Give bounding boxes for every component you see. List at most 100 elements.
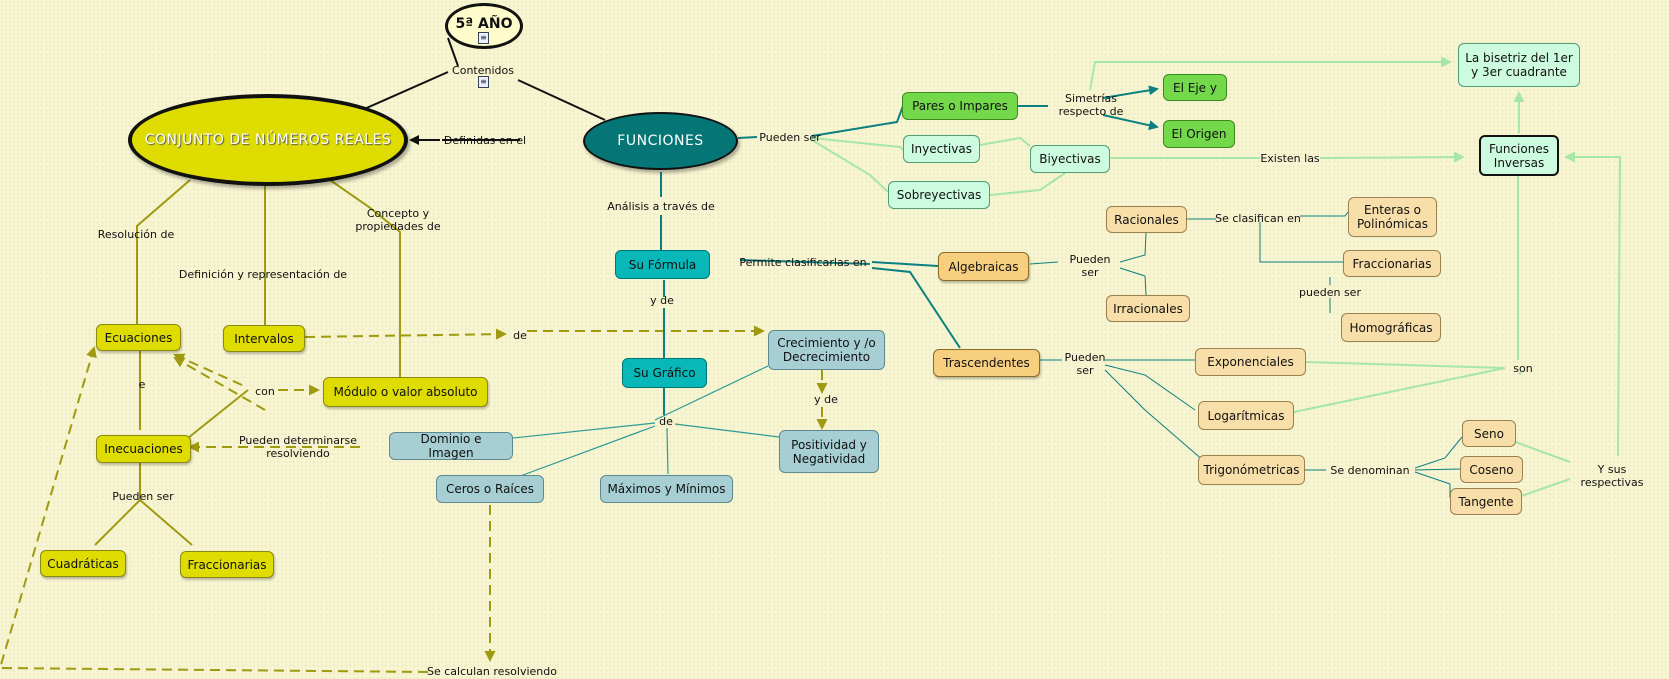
arrow-ysus-inversas xyxy=(1564,151,1622,457)
label-definicion: Definición y representación de xyxy=(178,268,348,281)
label-definidas: Definidas en el xyxy=(443,134,527,147)
link-alg-pueden xyxy=(1029,261,1059,265)
link-log-son xyxy=(1293,367,1506,413)
node-irracionales[interactable]: Irracionales xyxy=(1106,295,1190,322)
node-sobreyectivas[interactable]: Sobreyectivas xyxy=(888,181,990,209)
label-de-grafico: de xyxy=(659,415,673,428)
node-trigonometricas[interactable]: Trigonómetricas xyxy=(1198,455,1305,485)
node-el-origen[interactable]: El Origen xyxy=(1163,120,1235,148)
arrow-simetrias-bisetriz xyxy=(1089,56,1452,91)
node-funciones-text: FUNCIONES xyxy=(617,133,704,149)
link-expo-son xyxy=(1305,361,1506,369)
label-existen: Existen las xyxy=(1260,152,1320,165)
node-crecimiento[interactable]: Crecimiento y /o Decrecimiento xyxy=(768,330,885,370)
label-con: con xyxy=(255,385,275,398)
node-funciones[interactable]: FUNCIONES xyxy=(583,112,738,170)
label-pueden-ser-trascendentes: Pueden ser xyxy=(1064,351,1106,377)
document-icon[interactable]: ≡ xyxy=(478,32,489,44)
node-modulo[interactable]: Módulo o valor absoluto xyxy=(323,377,488,407)
node-exponenciales[interactable]: Exponenciales xyxy=(1195,348,1306,376)
link-pueden-irracionales xyxy=(1119,267,1147,296)
label-contenidos: Contenidos xyxy=(452,64,514,77)
label-simetrias: Simetrías respecto de xyxy=(1058,92,1124,118)
link-pueden-sobreyectivas xyxy=(811,139,889,193)
label-de-dashed: de xyxy=(513,329,527,342)
link-inecu-cuadraticas xyxy=(94,462,141,546)
link-conjunto-ecuaciones xyxy=(136,179,191,325)
link-title-contenidos xyxy=(447,37,459,67)
node-enteras-polinomicas[interactable]: Enteras o Polinómicas xyxy=(1348,197,1437,237)
label-y-de-crecimiento: y de xyxy=(814,393,838,406)
node-tangente[interactable]: Tangente xyxy=(1450,488,1522,515)
node-inecuaciones[interactable]: Inecuaciones xyxy=(96,435,191,463)
link-inecu-fraccionarias xyxy=(139,499,193,546)
label-e: e xyxy=(138,378,146,391)
node-biyectivas[interactable]: Biyectivas xyxy=(1030,145,1110,173)
dash-con-ecuaciones xyxy=(173,353,243,386)
node-algebraicas[interactable]: Algebraicas xyxy=(938,252,1029,281)
link-permite-algebraicas xyxy=(871,261,939,267)
dash-inecu-ecuaciones xyxy=(173,356,266,411)
link-contenidos-funciones xyxy=(517,79,606,121)
link-de-crecimiento xyxy=(654,365,769,421)
link-se-seno xyxy=(1414,436,1463,469)
label-pueden-determinarse: Pueden determinarse resolviendo xyxy=(238,434,358,460)
label-resolucion: Resolución de xyxy=(97,228,175,241)
label-pueden-ser-inecuaciones: Pueden ser xyxy=(112,490,174,503)
label-pueden-ser-algebraicas: Pueden ser xyxy=(1069,253,1111,279)
title-ellipse: 5ª AÑO xyxy=(445,3,523,49)
link-se-coseno xyxy=(1414,468,1461,471)
node-su-grafico[interactable]: Su Gráfico xyxy=(622,358,707,388)
node-racionales[interactable]: Racionales xyxy=(1106,206,1187,233)
node-intervalos[interactable]: Intervalos xyxy=(223,325,305,352)
node-positividad[interactable]: Positividad y Negatividad xyxy=(779,430,879,473)
node-cuadraticas[interactable]: Cuadráticas xyxy=(40,550,126,577)
node-eje-y[interactable]: El Eje y xyxy=(1163,74,1227,101)
node-conjunto-numeros-reales[interactable]: CONJUNTO DE NÚMEROS REALES xyxy=(128,94,408,186)
link-se-fraccionarias xyxy=(1259,222,1345,263)
link-funciones-pueden xyxy=(737,136,758,139)
document-icon[interactable]: ≡ xyxy=(478,76,489,88)
node-trascendentes[interactable]: Trascendentes xyxy=(933,349,1040,377)
link-pueden-trigonometricas xyxy=(1104,369,1206,463)
node-ceros-raices[interactable]: Ceros o Raíces xyxy=(436,475,544,503)
node-inyectivas[interactable]: Inyectivas xyxy=(903,135,980,163)
link-formula-permite xyxy=(739,259,871,265)
node-homograficas[interactable]: Homográficas xyxy=(1341,313,1441,342)
node-pares-impares[interactable]: Pares o Impares xyxy=(902,92,1018,120)
node-coseno[interactable]: Coseno xyxy=(1460,456,1523,483)
label-concepto: Concepto y propiedades de xyxy=(355,207,441,233)
link-de-dominio xyxy=(484,422,656,442)
node-maximos-minimos[interactable]: Máximos y Mínimos xyxy=(600,475,733,503)
link-pueden-inyectivas xyxy=(811,137,904,151)
link-pueden-pares xyxy=(811,105,904,137)
link-pueden-logaritmicas xyxy=(1104,364,1196,411)
link-inyectivas-biyectivas xyxy=(979,136,1031,147)
link-se-enteras xyxy=(1300,211,1349,217)
link-de-maximos xyxy=(666,427,669,475)
node-conjunto-text: CONJUNTO DE NÚMEROS REALES xyxy=(144,132,392,148)
label-se-clasifican: Se clasifican en xyxy=(1215,212,1301,225)
link-sobre-biyectivas xyxy=(989,172,1066,196)
node-su-formula[interactable]: Su Fórmula xyxy=(615,250,710,279)
node-fraccionarias-funciones[interactable]: Fraccionarias xyxy=(1343,250,1441,277)
arrow-simetrias-origen xyxy=(1102,114,1159,131)
arrow-simetrias-eje xyxy=(1102,85,1159,99)
node-dominio-imagen[interactable]: Dominio e Imagen xyxy=(389,432,513,460)
link-se-tangente xyxy=(1414,471,1451,498)
link-de-positividad xyxy=(674,423,780,438)
link-permite-trascendentes xyxy=(871,267,961,349)
label-se-calculan: Se calculan resolviendo xyxy=(427,665,557,678)
node-fraccionarias-ecuaciones[interactable]: Fraccionarias xyxy=(180,551,274,578)
node-logaritmicas[interactable]: Logarítmicas xyxy=(1198,401,1294,430)
node-ecuaciones[interactable]: Ecuaciones xyxy=(96,324,181,351)
node-funciones-inversas[interactable]: Funciones Inversas xyxy=(1479,135,1559,176)
label-analisis: Análisis a través de xyxy=(607,200,715,213)
link-seno-ysus xyxy=(1509,439,1571,463)
label-se-denominan: Se denominan xyxy=(1330,464,1410,477)
label-pueden-ser-funciones: Pueden ser xyxy=(759,131,821,144)
node-bisetriz[interactable]: La bisetriz del 1er y 3er cuadrante xyxy=(1458,43,1580,87)
link-de-ceros xyxy=(514,425,656,479)
node-seno[interactable]: Seno xyxy=(1462,420,1516,447)
